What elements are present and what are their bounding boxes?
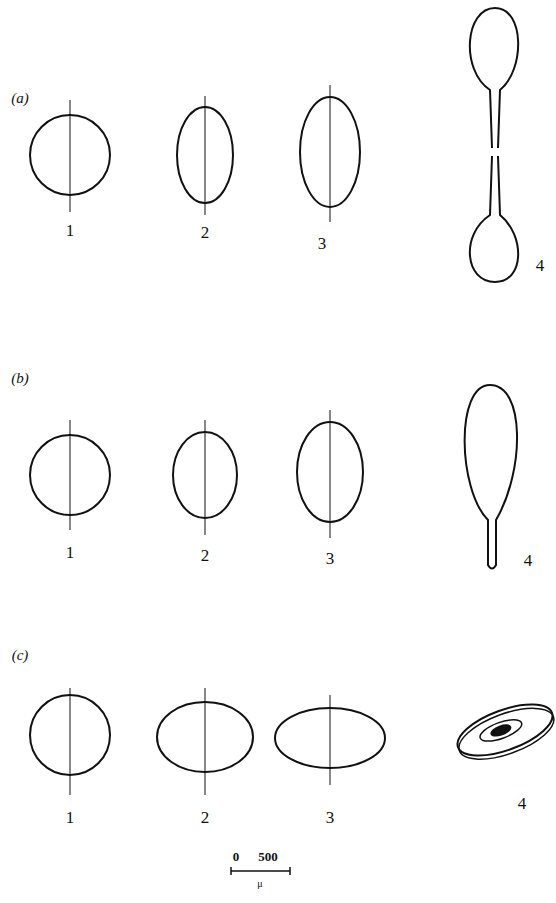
part-label: (a): [11, 91, 29, 106]
part-label: (b): [11, 371, 29, 386]
cell-outline: [465, 385, 517, 569]
callout-number: 4: [518, 795, 527, 812]
scale-unit: μ: [257, 879, 262, 889]
axis-line: [70, 688, 71, 795]
callout-number: 1: [66, 222, 75, 239]
callout-number: 4: [536, 257, 545, 274]
scale-tick: [289, 867, 291, 875]
callout-number: 3: [326, 809, 335, 826]
scale-value: 0: [233, 850, 240, 863]
scale-tick: [230, 867, 232, 875]
cell-outline: [470, 8, 518, 148]
axis-line: [205, 96, 206, 215]
scale-bar: [231, 870, 290, 872]
callout-number: 3: [318, 235, 327, 252]
scale-value: 500: [258, 850, 278, 863]
axis-line: [330, 410, 331, 538]
callout-number: 3: [326, 550, 335, 567]
callout-number: 1: [66, 809, 75, 826]
cell-outline: [470, 156, 518, 282]
callout-number: 1: [66, 544, 75, 561]
part-label: (c): [12, 648, 29, 663]
axis-line: [330, 695, 331, 785]
axis-line: [70, 420, 71, 530]
axis-line: [70, 100, 71, 212]
axis-line: [205, 688, 206, 795]
axis-line: [330, 85, 331, 222]
axis-line: [205, 420, 206, 535]
callout-number: 2: [201, 224, 210, 241]
callout-number: 2: [201, 547, 210, 564]
callout-number: 4: [524, 552, 533, 569]
disc-cell: [451, 694, 556, 770]
callout-number: 2: [201, 809, 210, 826]
